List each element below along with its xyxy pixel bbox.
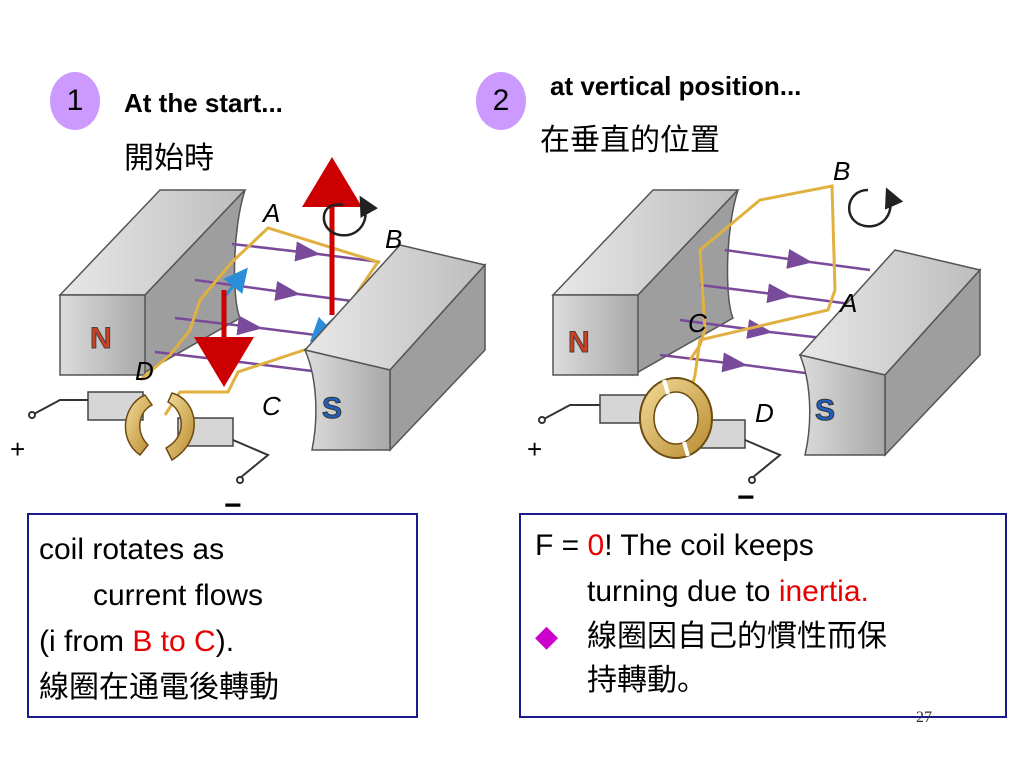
- coil-label-c: C: [262, 391, 281, 421]
- split-ring-commutator: [87, 391, 234, 462]
- caption-box-2: F = 0! The coil keeps turning due to ine…: [519, 513, 1007, 718]
- terminal-plus-label: +: [527, 434, 542, 464]
- panel2-title-en: at vertical position...: [550, 71, 802, 101]
- south-magnet: S: [798, 249, 982, 457]
- inertia-highlight: inertia.: [778, 575, 869, 608]
- page-number: 27: [916, 709, 932, 726]
- caption2-line2: turning due to inertia.: [587, 575, 869, 608]
- south-magnet: S: [303, 244, 487, 452]
- caption1-line1: coil rotates as: [39, 533, 225, 566]
- step-badge-2: 2: [476, 72, 526, 130]
- force-zero-highlight: 0: [587, 529, 605, 562]
- north-pole-label: N: [90, 322, 112, 355]
- terminal-minus-label: −: [737, 481, 755, 514]
- terminal-minus-label: −: [224, 489, 242, 520]
- north-magnet: N: [58, 189, 247, 377]
- south-pole-label: S: [322, 392, 342, 425]
- caption1-line4: 線圈在通電後轉動: [39, 670, 279, 705]
- south-pole-label: S: [815, 394, 835, 427]
- panel2-title-zh: 在垂直的位置: [540, 123, 720, 158]
- current-direction-highlight: B to C: [132, 625, 216, 658]
- diamond-bullet-icon: ◆: [535, 619, 559, 654]
- coil-label-d: D: [755, 398, 774, 428]
- panel2-diagram: N S: [527, 156, 982, 514]
- terminal-plus-label: +: [10, 434, 25, 464]
- coil-label-d: D: [135, 356, 154, 386]
- caption2-line1: F = 0! The coil keeps: [535, 529, 814, 562]
- coil-label-c: C: [688, 308, 707, 338]
- step-number-1: 1: [66, 84, 84, 117]
- north-pole-label: N: [568, 326, 590, 359]
- caption-box-1: coil rotates as current flows (i from B …: [27, 513, 418, 718]
- circuit-wires: [538, 404, 782, 484]
- coil-label-b: B: [833, 156, 850, 186]
- step-badge-1: 1: [50, 72, 100, 130]
- caption1-line3: (i from B to C).: [39, 625, 235, 658]
- circuit-wires: [28, 399, 270, 484]
- split-ring-commutator: [599, 377, 746, 459]
- rotation-arrow-icon: [322, 195, 379, 237]
- motor-diagrams: N: [10, 156, 982, 520]
- step-number-2: 2: [492, 84, 510, 117]
- panel1-title-zh: 開始時: [124, 141, 214, 176]
- coil-label-b: B: [385, 224, 402, 254]
- panel1-diagram: N: [10, 157, 487, 520]
- caption2-zh-line2: 持轉動。: [587, 663, 707, 698]
- caption2-bullet-line: ◆線圈因自己的慣性而保: [535, 615, 1005, 659]
- north-magnet: N: [551, 189, 740, 377]
- coil-label-a: A: [261, 198, 280, 228]
- caption1-line2: current flows: [93, 579, 264, 612]
- rotation-arrow-icon: [847, 187, 904, 228]
- panel1-title-en: At the start...: [124, 88, 283, 118]
- coil-label-a: A: [838, 288, 857, 318]
- coil: [688, 184, 837, 396]
